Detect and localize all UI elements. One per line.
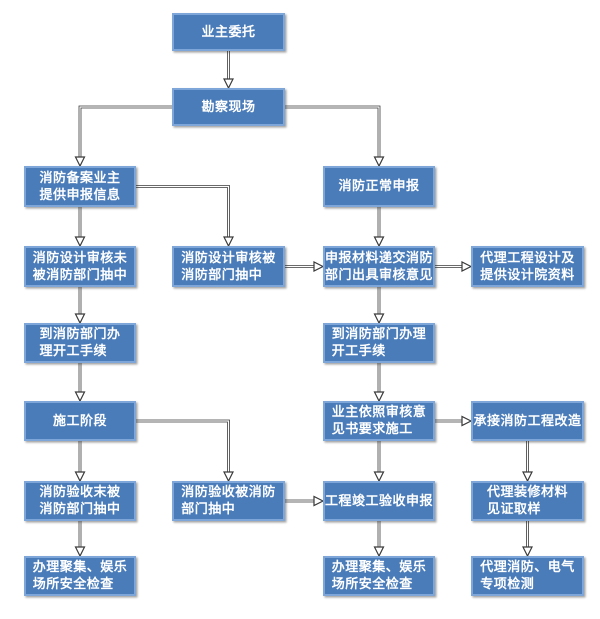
flow-node-label: 施工阶段 bbox=[52, 413, 107, 429]
flow-node-label: 申报材料递交消防 部门出具审核意见 bbox=[325, 250, 434, 283]
flow-node-label: 消防备案业主 提供申报信息 bbox=[39, 170, 121, 203]
flow-node-label: 业主委托 bbox=[201, 24, 256, 40]
flow-node-label: 到消防部门办 理开工手续 bbox=[39, 327, 121, 359]
flow-node-completion-acceptance: 工程竣工验收申报 bbox=[323, 481, 435, 521]
flow-node-label: 办理聚集、娱乐 场所安全检查 bbox=[331, 560, 427, 592]
flow-node-label: 办理聚集、娱乐 场所安全检查 bbox=[32, 560, 128, 592]
flow-node-undertake-fire-renovation: 承接消防工程改造 bbox=[471, 401, 584, 441]
flow-node-agent-material-sampling: 代理装修材料 见证取样 bbox=[471, 481, 584, 521]
flow-node-site-survey: 勘察现场 bbox=[172, 88, 285, 126]
flow-node-construct-per-review: 业主依照审核意 见书要求施工 bbox=[323, 401, 435, 441]
flow-node-start-formalities-right: 到消防部门办理 开工手续 bbox=[323, 323, 435, 363]
flow-node-normal-application: 消防正常申报 bbox=[323, 166, 435, 207]
flow-node-label: 代理消防、电气 专项检测 bbox=[480, 560, 575, 592]
flow-node-agent-engineering-design: 代理工程设计及 提供设计院资料 bbox=[471, 246, 584, 287]
flow-node-agent-fire-electrical-testing: 代理消防、电气 专项检测 bbox=[471, 556, 584, 596]
flow-node-acceptance-selected: 消防验收被消防 部门抽中 bbox=[172, 481, 285, 521]
flow-node-design-review-not-selected: 消防设计审核未 被消防部门抽中 bbox=[24, 246, 136, 287]
flow-node-design-review-selected: 消防设计审核被 消防部门抽中 bbox=[172, 246, 285, 287]
flow-node-label: 消防设计审核未 被消防部门抽中 bbox=[32, 250, 128, 283]
flow-node-label: 代理工程设计及 提供设计院资料 bbox=[480, 250, 575, 283]
flow-node-label: 承接消防工程改造 bbox=[473, 413, 582, 429]
flow-node-safety-check-right: 办理聚集、娱乐 场所安全检查 bbox=[323, 556, 435, 596]
flow-node-label: 到消防部门办理 开工手续 bbox=[331, 327, 427, 359]
flow-node-label: 代理装修材料 见证取样 bbox=[486, 485, 568, 517]
flow-node-label: 业主依照审核意 见书要求施工 bbox=[331, 405, 427, 437]
flow-node-label: 消防验收末被 消防部门抽中 bbox=[39, 485, 121, 517]
flow-node-safety-check-left: 办理聚集、娱乐 场所安全检查 bbox=[24, 556, 136, 596]
flow-node-label: 工程竣工验收申报 bbox=[325, 493, 434, 509]
flow-node-submit-materials-review: 申报材料递交消防 部门出具审核意见 bbox=[323, 246, 435, 287]
flow-node-filing-owner-info: 消防备案业主 提供申报信息 bbox=[24, 166, 136, 207]
flow-node-label: 消防正常申报 bbox=[338, 179, 420, 194]
flow-node-construction-phase: 施工阶段 bbox=[24, 401, 136, 441]
flow-node-label: 消防设计审核被 消防部门抽中 bbox=[181, 250, 276, 283]
flow-node-label: 消防验收被消防 部门抽中 bbox=[181, 485, 276, 517]
flow-node-start-formalities-left: 到消防部门办 理开工手续 bbox=[24, 323, 136, 363]
flow-node-acceptance-not-selected: 消防验收末被 消防部门抽中 bbox=[24, 481, 136, 521]
flow-node-owner-entrust: 业主委托 bbox=[172, 13, 285, 51]
flow-node-label: 勘察现场 bbox=[201, 99, 256, 115]
